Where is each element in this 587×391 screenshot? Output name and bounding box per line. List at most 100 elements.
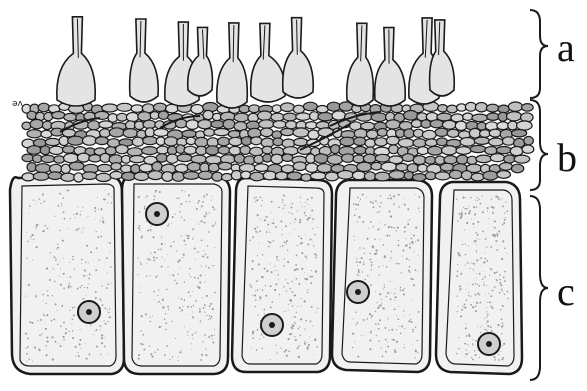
- small-cell: [41, 130, 52, 138]
- small-cell: [82, 172, 97, 180]
- small-cell: [240, 146, 251, 155]
- small-cell: [116, 145, 129, 154]
- small-cell: [109, 128, 124, 137]
- small-cell: [293, 105, 304, 113]
- small-cell: [463, 113, 473, 120]
- small-cell: [489, 129, 501, 137]
- small-cell: [198, 171, 213, 179]
- small-cell: [132, 137, 143, 146]
- small-cell: [386, 136, 399, 145]
- small-cell: [447, 105, 458, 113]
- small-cell: [352, 171, 365, 180]
- small-cell: [186, 137, 196, 144]
- small-cell: [306, 163, 319, 172]
- small-cell: [447, 129, 459, 137]
- small-cell: [218, 146, 230, 154]
- small-cell: [375, 172, 390, 181]
- small-cell: [83, 136, 97, 145]
- small-cell: [250, 172, 264, 181]
- small-cell: [127, 148, 142, 156]
- small-cell: [456, 147, 471, 155]
- small-cell: [318, 113, 333, 121]
- small-cell: [100, 153, 110, 162]
- small-cell: [275, 172, 288, 180]
- small-cell: [100, 129, 111, 138]
- small-cell: [474, 137, 489, 144]
- small-cell: [223, 119, 235, 129]
- small-cell: [325, 172, 338, 181]
- small-cell: [182, 130, 197, 137]
- small-cell: [377, 129, 387, 137]
- small-cell: [435, 128, 448, 136]
- small-cell: [338, 171, 354, 180]
- small-cell: [172, 172, 184, 181]
- small-cell: [99, 121, 113, 128]
- label-c: c: [557, 272, 575, 312]
- small-cell: [314, 154, 328, 163]
- small-cell: [273, 121, 286, 128]
- small-cell: [259, 120, 274, 129]
- small-cell: [371, 162, 382, 170]
- small-cell: [398, 139, 414, 148]
- small-cell: [251, 137, 262, 145]
- small-cell: [425, 156, 436, 164]
- small-cell: [49, 146, 63, 154]
- small-cell: [241, 171, 251, 179]
- small-cell: [38, 103, 49, 112]
- small-cell: [195, 137, 208, 147]
- small-cell: [206, 146, 219, 155]
- small-cell: [422, 130, 436, 139]
- small-cell: [365, 139, 376, 147]
- small-cell: [61, 173, 75, 181]
- small-cell: [402, 154, 414, 162]
- small-cell: [282, 154, 293, 161]
- columnar-cell: [332, 180, 432, 372]
- small-cell: [475, 103, 487, 112]
- columnar-cell-layer: [10, 176, 522, 374]
- small-cell: [229, 137, 242, 145]
- small-cell: [293, 128, 309, 137]
- small-cell: [218, 162, 232, 170]
- small-cell: [425, 139, 437, 146]
- small-cell: [88, 121, 100, 130]
- small-cell: [111, 163, 122, 170]
- small-cell: [486, 104, 499, 112]
- small-cell: [152, 162, 162, 171]
- small-cell: [157, 146, 169, 154]
- small-cell: [480, 130, 491, 138]
- small-cell: [162, 172, 173, 182]
- small-cell: [327, 155, 342, 165]
- label-a: a: [557, 28, 575, 68]
- small-cell: [340, 137, 355, 146]
- small-cell: [212, 172, 223, 181]
- small-cell: [511, 130, 526, 137]
- small-cell: [48, 172, 62, 180]
- small-cell: [254, 155, 264, 163]
- small-cell: [110, 171, 123, 179]
- small-cell: [33, 172, 49, 180]
- small-cell: [375, 138, 388, 146]
- small-cell: [522, 145, 534, 153]
- small-cell: [283, 113, 297, 121]
- small-cell: [490, 154, 504, 162]
- small-cell: [64, 113, 77, 121]
- small-cell: [96, 173, 111, 181]
- small-cell: [222, 174, 233, 181]
- small-cell: [204, 129, 215, 137]
- small-cell: [465, 102, 476, 111]
- small-cell: [153, 103, 166, 111]
- small-cell: [68, 136, 84, 145]
- small-cell: [158, 111, 168, 119]
- small-cell: [250, 147, 264, 156]
- small-cell: [187, 162, 201, 171]
- small-cell: [413, 156, 426, 165]
- small-cell: [470, 145, 486, 152]
- small-cell: [389, 171, 405, 179]
- label-b: b: [557, 138, 577, 178]
- small-cell: [62, 146, 75, 153]
- small-cell: [45, 138, 60, 145]
- small-cell: [442, 146, 457, 155]
- small-cell: [54, 156, 65, 163]
- small-cell: [507, 112, 522, 121]
